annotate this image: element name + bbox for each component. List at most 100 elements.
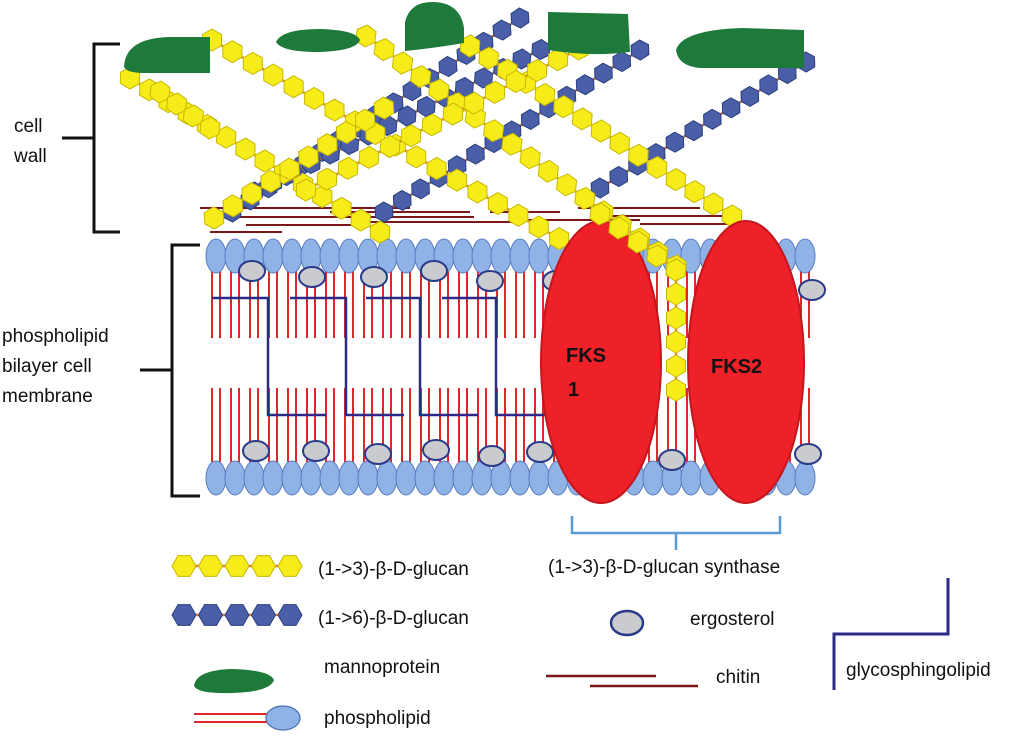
phospholipid-head — [281, 460, 303, 496]
ergosterol-icon — [658, 449, 686, 471]
glucan13-unit — [463, 91, 485, 115]
ergosterol-icon — [360, 266, 388, 288]
legend-glycosphingolipid-label: glycosphingolipid — [846, 660, 991, 681]
glucan13-unit — [508, 203, 529, 227]
glucan13-unit — [203, 206, 225, 230]
legend-glycosphingolipid-icon — [832, 578, 950, 690]
fks2-label: FKS2 — [711, 356, 762, 378]
glucan13-unit — [428, 78, 450, 102]
mannoprotein-icon — [276, 29, 360, 52]
glucan13-unit — [421, 113, 443, 137]
glucan13-unit — [609, 131, 631, 155]
phospholipid-head — [376, 460, 398, 496]
cell-wall-label-line2: wall — [13, 146, 47, 167]
glucan13-unit — [358, 145, 380, 169]
glucan13-unit — [254, 149, 275, 173]
phospholipid-head — [395, 238, 417, 274]
glycosphingolipid-icon — [366, 296, 478, 417]
glucan13-unit — [406, 145, 427, 169]
glucan13-unit — [298, 145, 319, 169]
cell-wall-label-line1: cell — [14, 116, 43, 137]
glucan13-unit — [355, 24, 377, 48]
legend-chitin-label: chitin — [716, 667, 760, 688]
phospholipid-head — [642, 460, 664, 496]
glucan16-unit — [416, 95, 436, 118]
glucan16-unit — [374, 201, 394, 223]
glucan13-unit — [684, 180, 705, 204]
glucan13-unit — [442, 102, 464, 126]
glucan16-unit — [171, 604, 197, 626]
glucan13-unit — [283, 75, 304, 99]
phospholipid-head — [794, 238, 816, 274]
glucan16-unit — [197, 604, 224, 626]
synthase-bracket — [570, 516, 782, 550]
glucan13-unit — [335, 120, 357, 144]
phospholipid-head — [433, 460, 455, 496]
membrane-label-line2: bilayer cell — [2, 356, 92, 377]
legend-chitin-icon — [546, 674, 698, 688]
glucan13-unit — [467, 180, 488, 204]
glucan13-unit — [224, 555, 250, 577]
membrane-label-line1: phospholipid — [2, 326, 109, 347]
phospholipid-head — [490, 238, 512, 274]
glucan13-unit — [519, 146, 541, 170]
fks1-label-line2: 1 — [568, 379, 579, 401]
glucan13-unit — [222, 194, 244, 218]
phospholipid-head — [205, 238, 227, 274]
glucan13-unit — [354, 108, 376, 132]
glucan16-unit — [392, 189, 412, 211]
glucan16-unit — [438, 55, 458, 78]
glucan16-unit — [224, 604, 250, 626]
phospholipid-head — [319, 460, 341, 496]
glucan13-unit — [665, 258, 687, 282]
glucan13-unit — [628, 143, 649, 167]
glucan13-unit — [197, 555, 224, 577]
phospholipid-head — [338, 460, 360, 496]
ergosterol-icon — [238, 260, 266, 282]
glucan13-unit — [487, 192, 508, 216]
phospholipid-head — [528, 238, 550, 274]
legend-mannoprotein-icon — [194, 669, 274, 694]
glucan13-unit — [324, 98, 345, 122]
glucan13-unit — [222, 40, 243, 64]
ergosterol-icon — [298, 266, 326, 288]
glucan16-unit — [575, 74, 595, 96]
phospholipid-head — [680, 460, 702, 496]
glucan16-unit — [665, 131, 685, 153]
phospholipid-head — [509, 238, 531, 274]
legend: (1->3)-β-D-glucan (1->6)-β-D-glucan mann… — [171, 555, 991, 731]
glucan13-unit — [484, 80, 506, 104]
glucan13-unit — [505, 69, 527, 93]
glucan13-unit — [571, 107, 593, 131]
glucan13-unit — [171, 555, 197, 577]
glucan13-unit — [549, 227, 570, 251]
glucan13-unit — [304, 86, 325, 110]
phospholipid-head — [338, 238, 360, 274]
glucan16-unit — [612, 51, 632, 73]
mannoprotein-group — [124, 2, 804, 73]
phospholipid-head — [452, 238, 474, 274]
phospholipid-head — [452, 460, 474, 496]
glucan13-unit — [483, 119, 505, 143]
glucan13-unit — [627, 230, 649, 254]
glucan16-unit — [721, 97, 741, 119]
glucan13-unit — [369, 220, 391, 244]
glucan13-unit — [166, 92, 188, 116]
glucan16-unit — [703, 108, 722, 130]
phospholipid-head — [319, 238, 341, 274]
glucan13-unit — [666, 306, 686, 330]
glucan13-unit — [666, 330, 686, 354]
phospholipid-head — [509, 460, 531, 496]
glycosphingolipid-icon — [442, 296, 552, 417]
glucan13-unit — [295, 178, 317, 202]
mannoprotein-icon — [405, 2, 464, 51]
glucan13-unit — [426, 156, 447, 181]
glucan13-unit — [373, 96, 395, 120]
glucan13-unit — [331, 196, 352, 220]
glucan13-unit — [665, 168, 687, 192]
legend-glucan13-icon — [171, 555, 303, 577]
fks2-protein: FKS2 — [687, 220, 805, 504]
glucan13-unit — [400, 124, 422, 148]
glucan13-unit — [316, 133, 338, 157]
glucan16-unit — [492, 19, 512, 41]
